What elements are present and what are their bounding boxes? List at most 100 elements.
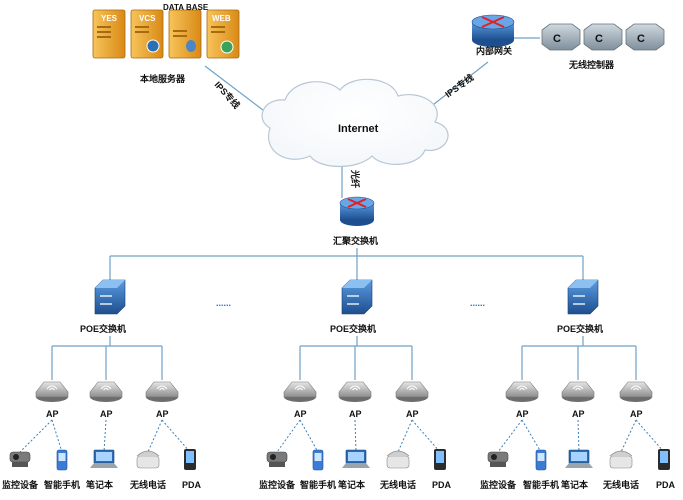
- switch-arrows-icon: [573, 295, 585, 305]
- branch-2: POE交换机: [299, 279, 413, 380]
- poe-switch-label: POE交换机: [80, 323, 126, 334]
- access-point: AP: [89, 381, 123, 419]
- link-poe-ap: [521, 336, 637, 380]
- wireless-link: [521, 419, 542, 453]
- laptop-icon: [342, 449, 370, 468]
- wireless-link: [577, 419, 580, 453]
- router-arrows-icon: [347, 198, 367, 208]
- poe-switch-label: POE交换机: [557, 323, 603, 334]
- internal-gateway: 内部网关: [471, 14, 515, 56]
- server-yes: YES: [92, 9, 126, 59]
- device-label: 笔记本: [561, 479, 589, 490]
- wireless-link: [635, 419, 665, 453]
- device-label: 监控设备: [480, 479, 517, 490]
- controller-3: C: [625, 23, 665, 51]
- wifi-icon: [294, 385, 306, 391]
- poe-switch: POE交换机: [330, 279, 376, 334]
- fiber-link-label: 光纤: [350, 169, 361, 188]
- smartphone-icon: [56, 449, 68, 471]
- ips-link-label-right: IPS专线: [443, 72, 476, 100]
- device-label: 监控设备: [2, 479, 39, 490]
- phone-icon: [136, 450, 160, 469]
- device-label: PDA: [432, 480, 452, 490]
- wireless-link: [19, 419, 53, 453]
- poe-switch-label: POE交换机: [330, 323, 376, 334]
- ellipsis-right: ......: [470, 298, 485, 308]
- ellipsis-left: ......: [216, 298, 231, 308]
- wireless-link: [411, 419, 441, 453]
- wireless-link: [147, 419, 163, 453]
- controller-1: C: [541, 23, 581, 51]
- access-point: AP: [283, 381, 317, 419]
- access-point: AP: [395, 381, 429, 419]
- globe-icon: [146, 39, 160, 53]
- pda-icon: [658, 449, 670, 470]
- wireless-controllers: C C C 无线控制器: [541, 23, 665, 70]
- pda-icon: [184, 449, 196, 470]
- server-label-database: DATA BASE: [163, 3, 209, 12]
- svg-text:C: C: [595, 33, 603, 45]
- poe-switch: POE交换机: [80, 279, 126, 334]
- phone-icon: [609, 450, 633, 469]
- phone-icon: [386, 450, 410, 469]
- pda-icon: [434, 449, 446, 470]
- internet-label: Internet: [338, 123, 379, 135]
- branch-1: POE交换机: [51, 279, 163, 380]
- switch-arrows-icon: [100, 295, 112, 305]
- camera-icon: [266, 451, 288, 467]
- server-vcs: VCS: [130, 9, 164, 59]
- internet-cloud: Internet: [261, 78, 449, 167]
- wireless-link: [497, 419, 523, 453]
- smartphone-icon: [535, 449, 547, 471]
- wireless-link: [161, 419, 191, 453]
- wireless-link: [51, 419, 63, 453]
- wireless-controller-label: 无线控制器: [568, 59, 615, 70]
- laptop-icon: [90, 449, 118, 468]
- ap-label: AP: [156, 409, 169, 419]
- device-label: 笔记本: [86, 479, 114, 490]
- ap-label: AP: [46, 409, 59, 419]
- wifi-icon: [349, 385, 361, 391]
- access-point: AP: [35, 381, 69, 419]
- device-label: 智能手机: [523, 479, 559, 490]
- core-switch: 汇聚交换机: [333, 196, 378, 246]
- wireless-link: [620, 419, 637, 453]
- device-label: 智能手机: [44, 479, 80, 490]
- wifi-icon: [630, 385, 642, 391]
- access-point: AP: [619, 381, 653, 419]
- link-poe-ap: [51, 336, 163, 380]
- laptop-icon: [565, 449, 593, 468]
- switch-arrows-icon: [347, 295, 359, 305]
- wifi-icon: [406, 385, 418, 391]
- controller-2: C: [583, 23, 623, 51]
- device-label: 无线电话: [379, 479, 416, 490]
- camera-icon: [9, 451, 31, 467]
- database-icon: [186, 40, 196, 52]
- device-label: 智能手机: [300, 479, 336, 490]
- branch-3: POE交换机: [521, 279, 637, 380]
- globe-icon: [220, 40, 234, 54]
- wifi-icon: [572, 385, 584, 391]
- device-label: PDA: [182, 480, 202, 490]
- server-label-web: WEB: [212, 14, 231, 23]
- local-servers: YES VCS DATA BASE WEB 本地服务器: [92, 3, 240, 84]
- svg-text:C: C: [637, 33, 645, 45]
- server-label-yes: YES: [101, 14, 118, 23]
- core-switch-label: 汇聚交换机: [333, 235, 378, 246]
- ap-label: AP: [572, 409, 585, 419]
- device-label: 监控设备: [259, 479, 296, 490]
- device-label: 无线电话: [602, 479, 639, 490]
- smartphone-icon: [312, 449, 324, 471]
- wireless-link: [354, 419, 357, 453]
- gateway-label: 内部网关: [476, 45, 512, 56]
- wifi-icon: [156, 385, 168, 391]
- wifi-icon: [100, 385, 112, 391]
- wireless-link: [276, 419, 301, 453]
- wireless-link: [103, 419, 107, 453]
- ap-label: AP: [100, 409, 113, 419]
- svg-text:C: C: [553, 33, 561, 45]
- access-point: AP: [145, 381, 179, 419]
- ap-label: AP: [294, 409, 307, 419]
